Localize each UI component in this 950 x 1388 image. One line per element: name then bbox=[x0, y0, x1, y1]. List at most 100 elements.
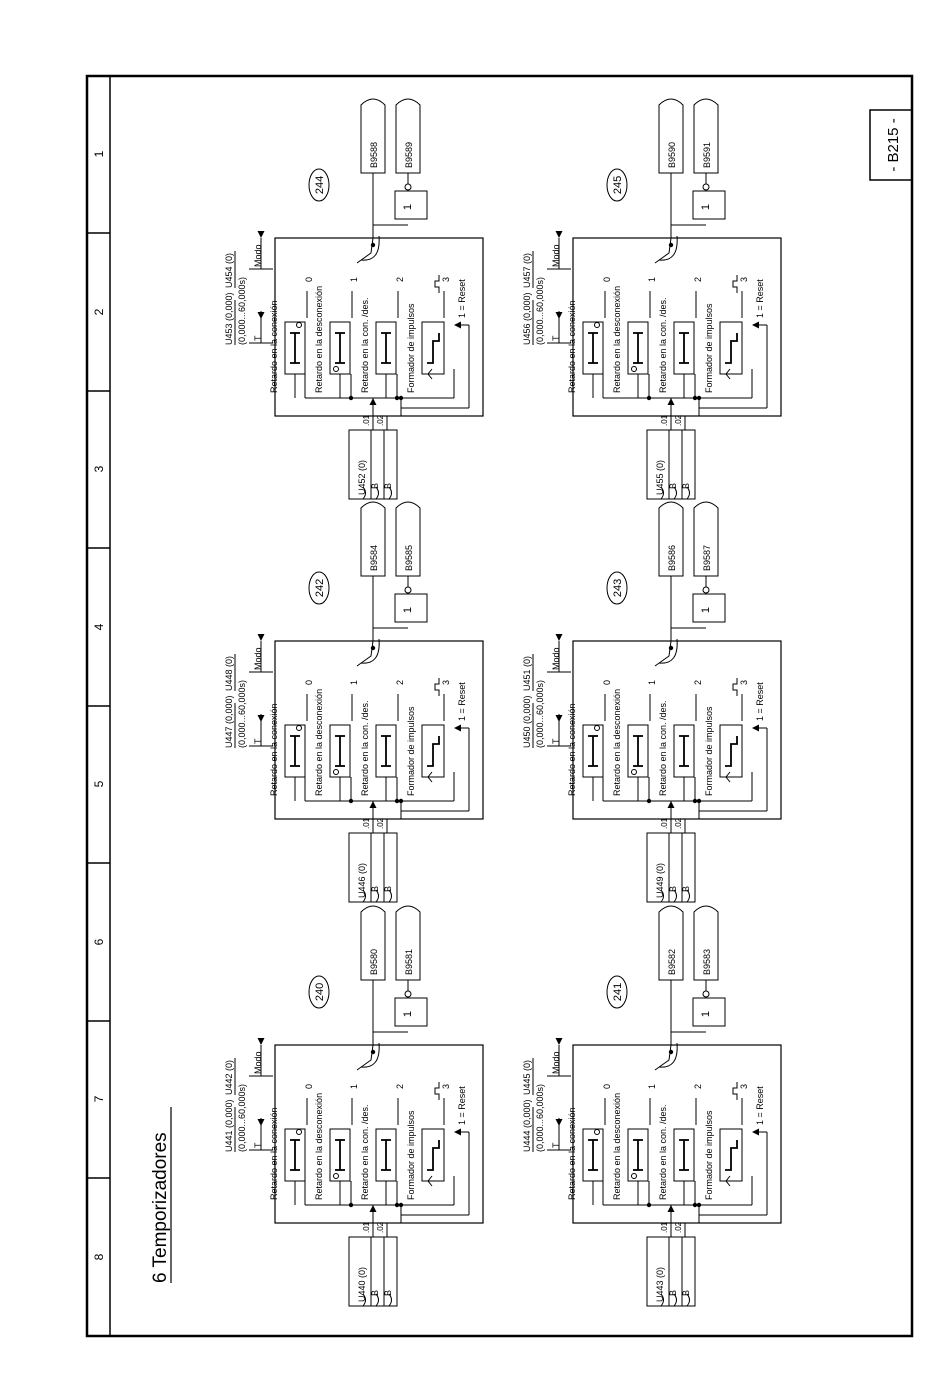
bit-label-02: .02 bbox=[674, 414, 683, 426]
range-text: (0,000...60,000s) bbox=[535, 680, 545, 748]
input-param: U452 (0) bbox=[357, 460, 367, 495]
reset-label: 1 = Reset bbox=[755, 279, 765, 318]
bit-label-01: .01 bbox=[660, 1221, 669, 1233]
modo-label: Modo bbox=[253, 244, 263, 267]
mode-label-3: Formador de impulsos bbox=[406, 303, 416, 393]
t-label: T bbox=[253, 738, 263, 744]
mode-number-0: 0 bbox=[602, 680, 612, 685]
range-text: (0,000...60,000s) bbox=[535, 277, 545, 345]
mode-label-1: Retardo en la desconexión bbox=[612, 1093, 622, 1200]
input-param: U443 (0) bbox=[655, 1267, 665, 1302]
mode-label-0: Retardo en la conexión bbox=[269, 300, 279, 393]
timer-id-badge bbox=[606, 571, 628, 605]
input-param: U455 (0) bbox=[655, 460, 665, 495]
output-connector bbox=[360, 501, 386, 577]
t-label: T bbox=[551, 335, 561, 341]
t-label: T bbox=[551, 738, 561, 744]
not-gate bbox=[394, 190, 428, 220]
mode-number-2: 2 bbox=[395, 277, 405, 282]
mode-label-2: Retardo en la con. /des. bbox=[658, 297, 668, 393]
input-b-letter: B bbox=[668, 483, 678, 489]
output-connector bbox=[658, 501, 684, 577]
mode-number-3: 3 bbox=[441, 680, 451, 685]
mode-label-3: Formador de impulsos bbox=[406, 706, 416, 796]
range-text: (0,000...60,000s) bbox=[237, 1084, 247, 1152]
not-gate bbox=[692, 190, 726, 220]
mode-param: U457 (0) bbox=[522, 253, 532, 288]
bit-label-02: .02 bbox=[674, 817, 683, 829]
bit-label-01: .01 bbox=[660, 414, 669, 426]
mode-label-0: Retardo en la conexión bbox=[567, 703, 577, 796]
output-connector bbox=[693, 905, 719, 981]
gate-label: 1 bbox=[402, 607, 414, 613]
mode-label-1: Retardo en la desconexión bbox=[612, 689, 622, 796]
mode-number-3: 3 bbox=[441, 277, 451, 282]
bit-label-02: .02 bbox=[674, 1221, 683, 1233]
mode-number-2: 2 bbox=[693, 680, 703, 685]
mode-number-0: 0 bbox=[304, 1084, 314, 1089]
mode-number-2: 2 bbox=[395, 680, 405, 685]
not-gate bbox=[394, 593, 428, 623]
modo-label: Modo bbox=[551, 1051, 561, 1074]
mode-number-1: 1 bbox=[349, 680, 359, 685]
mode-param: U448 (0) bbox=[224, 656, 234, 691]
output-1: B9586 bbox=[667, 545, 677, 571]
time-param: U450 (0,000) bbox=[522, 695, 532, 748]
time-param: U444 (0,000) bbox=[522, 1099, 532, 1152]
mode-number-1: 1 bbox=[647, 680, 657, 685]
mode-param: U454 (0) bbox=[224, 253, 234, 288]
range-text: (0,000...60,000s) bbox=[237, 680, 247, 748]
output-1: B9580 bbox=[369, 949, 379, 975]
output-connector bbox=[360, 905, 386, 981]
input-param: U446 (0) bbox=[357, 863, 367, 898]
page-label: - B215 - bbox=[885, 118, 902, 171]
output-connector bbox=[395, 905, 421, 981]
mode-label-2: Retardo en la con. /des. bbox=[360, 1104, 370, 1200]
output-1: B9584 bbox=[369, 545, 379, 571]
reset-label: 1 = Reset bbox=[457, 1086, 467, 1125]
timer-id-badge bbox=[606, 975, 628, 1009]
input-b-letter: B bbox=[370, 1290, 380, 1296]
mode-number-0: 0 bbox=[602, 1084, 612, 1089]
mode-label-1: Retardo en la desconexión bbox=[314, 1093, 324, 1200]
input-b-letter: B bbox=[370, 886, 380, 892]
input-b-letter: B bbox=[681, 483, 691, 489]
mode-number-2: 2 bbox=[395, 1084, 405, 1089]
output-connector bbox=[693, 98, 719, 174]
page-label-box: - B215 - bbox=[869, 109, 912, 181]
mode-label-2: Retardo en la con. /des. bbox=[360, 700, 370, 796]
mode-number-3: 3 bbox=[441, 1084, 451, 1089]
mode-number-3: 3 bbox=[739, 680, 749, 685]
mode-number-1: 1 bbox=[349, 1084, 359, 1089]
range-text: (0,000...60,000s) bbox=[535, 1084, 545, 1152]
input-param: U440 (0) bbox=[357, 1267, 367, 1302]
input-b-letter: B bbox=[383, 1290, 393, 1296]
grid-number: 5 bbox=[92, 780, 106, 787]
input-b-letter: B bbox=[681, 1290, 691, 1296]
mode-label-2: Retardo en la con. /des. bbox=[360, 297, 370, 393]
output-2: B9583 bbox=[702, 949, 712, 975]
mode-label-3: Formador de impulsos bbox=[704, 303, 714, 393]
mode-number-0: 0 bbox=[304, 680, 314, 685]
input-param: U449 (0) bbox=[655, 863, 665, 898]
t-label: T bbox=[551, 1142, 561, 1148]
input-b-letter: B bbox=[668, 1290, 678, 1296]
mode-label-2: Retardo en la con. /des. bbox=[658, 700, 668, 796]
time-param: U447 (0,000) bbox=[224, 695, 234, 748]
output-2: B9589 bbox=[404, 142, 414, 168]
gate-label: 1 bbox=[700, 204, 712, 210]
mode-number-0: 0 bbox=[602, 277, 612, 282]
mode-label-1: Retardo en la desconexión bbox=[612, 286, 622, 393]
output-2: B9587 bbox=[702, 545, 712, 571]
bit-label-01: .01 bbox=[660, 817, 669, 829]
time-param: U456 (0,000) bbox=[522, 292, 532, 345]
timer-box bbox=[274, 1044, 484, 1224]
t-label: T bbox=[253, 1142, 263, 1148]
bit-label-02: .02 bbox=[376, 1221, 385, 1233]
output-connector bbox=[658, 98, 684, 174]
page-title: 6 Temporizadores bbox=[150, 1132, 171, 1283]
mode-label-2: Retardo en la con. /des. bbox=[658, 1104, 668, 1200]
